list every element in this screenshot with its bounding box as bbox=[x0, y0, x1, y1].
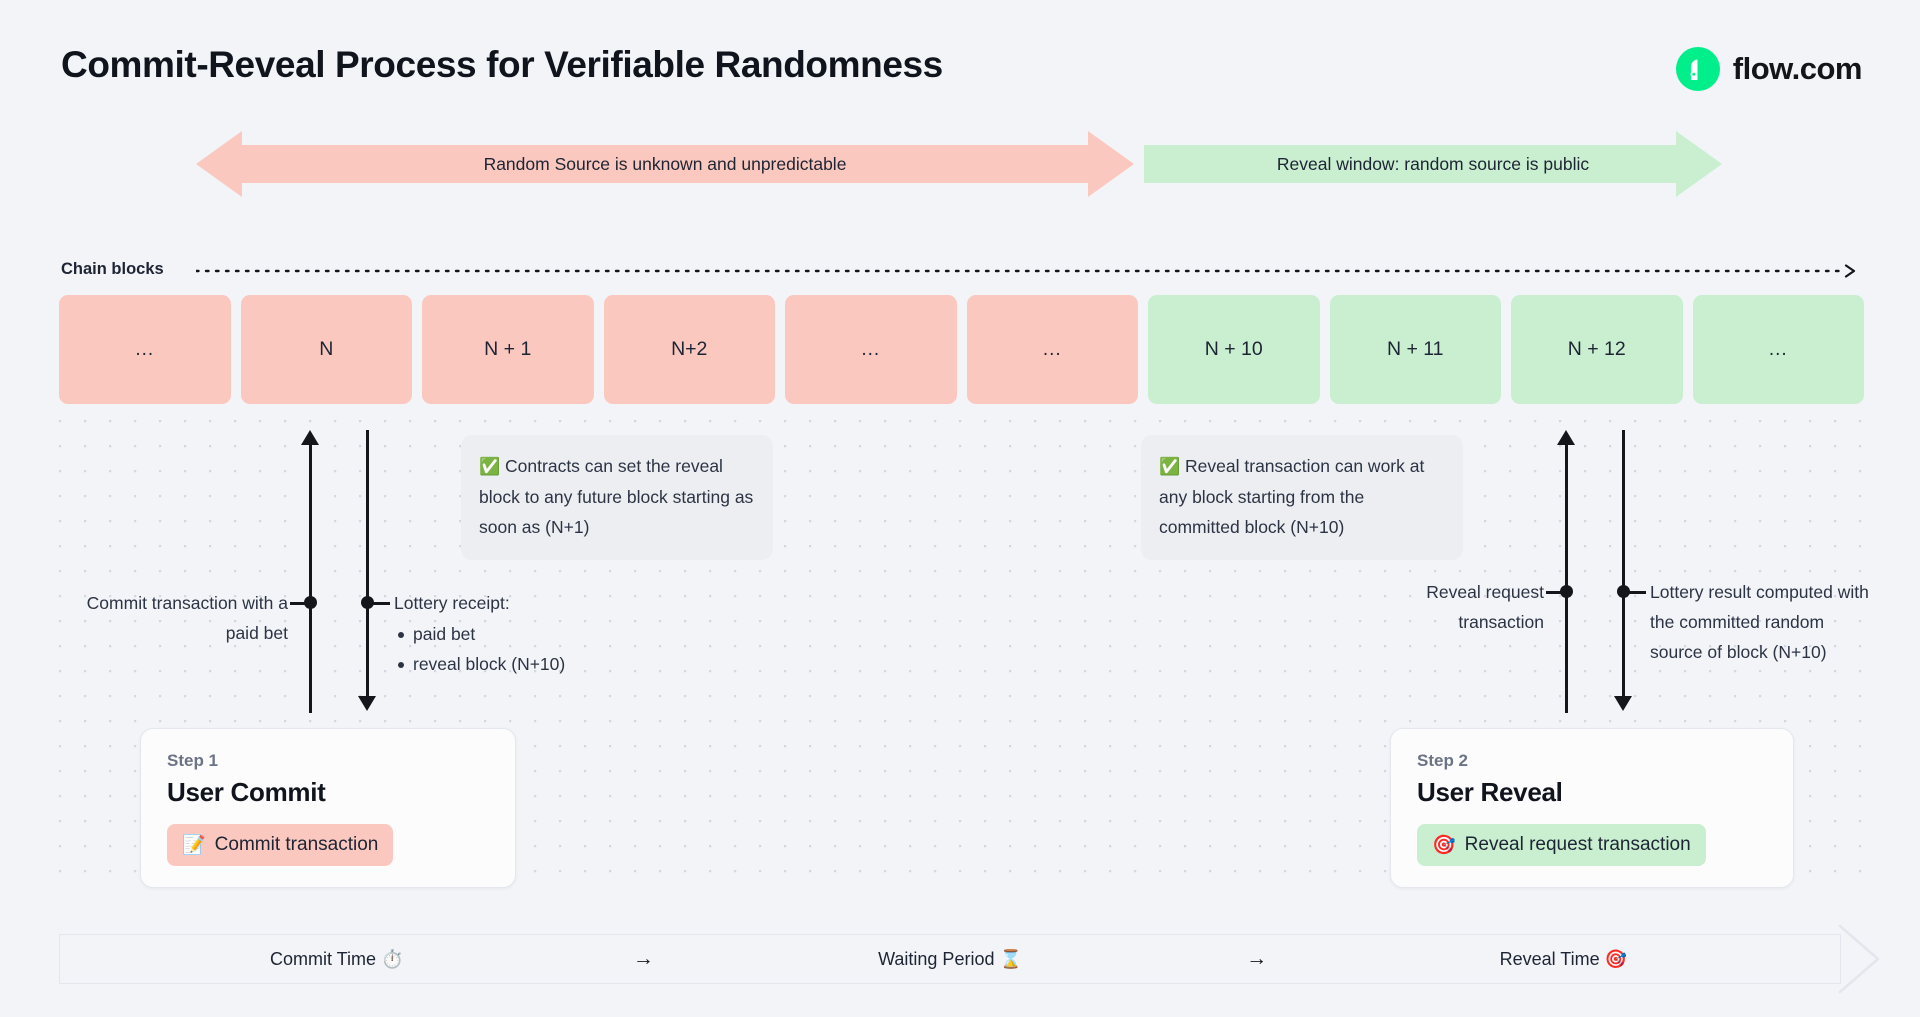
page-title: Commit-Reveal Process for Verifiable Ran… bbox=[61, 44, 943, 85]
check-mark-icon: ✅ bbox=[479, 457, 501, 476]
phase-timeline: Commit Time ⏱️ → Waiting Period ⌛ → Reve… bbox=[59, 934, 1841, 984]
callout-reveal-transaction-window: ✅ Reveal transaction can work at any blo… bbox=[1141, 435, 1463, 560]
reveal-arrow-shaft bbox=[1565, 443, 1568, 713]
pill-label: Reveal request transaction bbox=[1464, 834, 1691, 855]
pill-label: Commit transaction bbox=[214, 834, 379, 855]
timeline-segment-waiting-period: Waiting Period ⌛ bbox=[878, 948, 1022, 969]
commit-arrow-shaft bbox=[309, 443, 312, 713]
reveal-arrow-head-up bbox=[1557, 430, 1575, 445]
result-label-stub bbox=[1624, 591, 1646, 594]
reveal-window-label: Reveal window: random source is public bbox=[1276, 153, 1590, 174]
commit-node-dot bbox=[304, 596, 317, 609]
receipt-arrow-shaft bbox=[366, 430, 369, 698]
step-card-user-reveal[interactable]: Step 2 User Reveal 🎯 Reveal request tran… bbox=[1390, 728, 1794, 888]
reveal-window-banner: Reveal window: random source is public bbox=[1144, 131, 1722, 197]
list-item: paid bet bbox=[394, 619, 694, 649]
phase-banners: Random Source is unknown and unpredictab… bbox=[0, 131, 1920, 197]
result-arrow-shaft bbox=[1622, 430, 1625, 698]
target-icon: 🎯 bbox=[1432, 835, 1456, 856]
timeline-segment-reveal-time: Reveal Time 🎯 bbox=[1499, 948, 1628, 969]
result-node-dot bbox=[1617, 585, 1630, 598]
chain-block[interactable]: N + 11 bbox=[1329, 295, 1501, 404]
step-title: User Commit bbox=[167, 777, 326, 807]
memo-icon: 📝 bbox=[182, 835, 206, 856]
chain-block[interactable]: ... bbox=[59, 295, 231, 404]
unpredictable-window-banner: Random Source is unknown and unpredictab… bbox=[196, 131, 1134, 197]
check-mark-icon: ✅ bbox=[1159, 457, 1181, 476]
flow-logo-icon bbox=[1675, 47, 1720, 91]
unpredictable-window-label: Random Source is unknown and unpredictab… bbox=[483, 153, 847, 174]
timeline-arrow-icon: → bbox=[632, 947, 654, 970]
receipt-node-dot bbox=[361, 596, 374, 609]
timeline-arrow-tip bbox=[1838, 924, 1882, 999]
reveal-label-stub bbox=[1546, 591, 1568, 594]
chain-block[interactable]: ... bbox=[785, 295, 957, 404]
lottery-receipt-list: paid bet reveal block (N+10) bbox=[394, 619, 694, 679]
result-arrow-head-down bbox=[1614, 696, 1632, 711]
timeline-arrow-icon: → bbox=[1246, 947, 1268, 970]
chain-blocks-label: Chain blocks bbox=[61, 260, 164, 278]
step-kicker: Step 2 bbox=[1417, 751, 1469, 770]
chain-block[interactable]: ... bbox=[966, 295, 1138, 404]
chain-block[interactable]: N + 1 bbox=[422, 295, 594, 404]
chain-axis-line bbox=[194, 264, 1861, 278]
chain-block[interactable]: N + 12 bbox=[1511, 295, 1683, 404]
list-item: reveal block (N+10) bbox=[394, 649, 694, 679]
chain-block[interactable]: N+2 bbox=[603, 295, 775, 404]
commit-arrow-head-up bbox=[301, 430, 319, 445]
chain-block[interactable]: N bbox=[240, 295, 412, 404]
commit-transaction-pill[interactable]: 📝 Commit transaction bbox=[167, 824, 394, 866]
step-card-user-commit[interactable]: Step 1 User Commit 📝 Commit transaction bbox=[140, 728, 516, 888]
brand-logo: flow.com bbox=[1675, 47, 1863, 91]
callout-contracts-set-reveal-block: ✅ Contracts can set the reveal block to … bbox=[461, 435, 773, 560]
chain-block[interactable]: N + 10 bbox=[1148, 295, 1320, 404]
annotation-lottery-result: Lottery result computed with the committ… bbox=[1650, 582, 1869, 662]
timeline-segment-commit-time: Commit Time ⏱️ bbox=[269, 948, 404, 969]
receipt-arrow-head-down bbox=[358, 696, 376, 711]
chain-block[interactable]: ... bbox=[1692, 295, 1864, 404]
annotation-lottery-receipt: Lottery receipt: paid bet reveal block (… bbox=[394, 588, 694, 679]
annotation-commit-transaction: Commit transaction with a paid bet bbox=[86, 593, 288, 643]
callout-text: Reveal transaction can work at any block… bbox=[1159, 456, 1425, 537]
chain-blocks-row: ... N N + 1 N+2 ... ... N + 10 N + 11 N … bbox=[59, 295, 1864, 404]
annotation-reveal-request: Reveal request transaction bbox=[1426, 582, 1544, 632]
lottery-receipt-title: Lottery receipt: bbox=[394, 593, 510, 613]
reveal-request-pill[interactable]: 🎯 Reveal request transaction bbox=[1417, 824, 1706, 866]
callout-text: Contracts can set the reveal block to an… bbox=[479, 456, 754, 537]
reveal-node-dot bbox=[1560, 585, 1573, 598]
commit-label-stub bbox=[290, 602, 312, 605]
step-title: User Reveal bbox=[1417, 777, 1563, 807]
receipt-label-stub bbox=[368, 602, 390, 605]
step-kicker: Step 1 bbox=[167, 751, 219, 770]
brand-name: flow.com bbox=[1732, 51, 1863, 86]
